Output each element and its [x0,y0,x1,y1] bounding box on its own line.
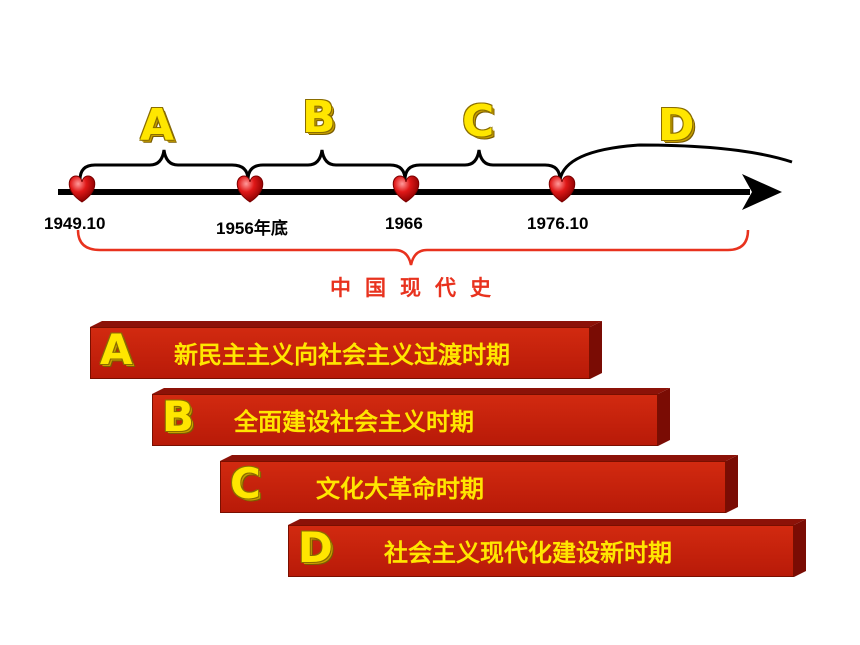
bar-front-face [220,461,726,513]
period-bar-c: C 文化大革命时期 [220,455,738,513]
bar-top-face [90,321,602,327]
era-brace [76,229,750,266]
bar-front-face [288,525,794,577]
era-title: 中国现代史 [330,276,505,300]
period-bar-a: A 新民主主义向社会主义过渡时期 [90,321,602,379]
bar-letter-b: B [162,392,195,441]
period-bar-b: B 全面建设社会主义时期 [152,388,670,446]
period-letter-b: B [302,92,336,143]
date-label-1976: 1976.10 [527,214,589,233]
heart-marker-4 [548,175,576,203]
brace-d-open [558,143,793,181]
bar-side-face [726,455,738,513]
period-letter-c: C [462,96,495,147]
bar-top-face [220,455,738,461]
timeline-arrowhead [742,174,782,210]
bar-label-b: 全面建设社会主义时期 [234,408,474,436]
bar-letter-d: D [298,523,333,572]
bar-front-face [90,327,590,379]
bar-side-face [590,321,602,379]
bar-label-a: 新民主主义向社会主义过渡时期 [174,341,510,369]
bar-letter-a: A [100,325,133,374]
date-label-1966: 1966 [385,214,423,233]
heart-marker-2 [236,175,264,203]
bar-front-face [152,394,658,446]
bar-letter-c: C [230,459,261,508]
date-label-1949: 1949.10 [44,214,106,233]
bar-side-face [658,388,670,446]
bar-side-face [794,519,806,577]
bar-label-c: 文化大革命时期 [316,475,484,503]
period-letter-d: D [658,100,695,151]
period-letter-a: A [140,100,175,151]
bar-top-face [288,519,806,525]
period-bar-d: D 社会主义现代化建设新时期 [288,519,806,577]
bar-label-d: 社会主义现代化建设新时期 [384,539,672,567]
brace-a [78,149,250,181]
date-label-1956: 1956年底 [216,219,288,238]
heart-marker-3 [392,175,420,203]
brace-b [246,149,407,181]
brace-c [403,149,562,181]
bar-top-face [152,388,670,394]
heart-marker-1 [68,175,96,203]
